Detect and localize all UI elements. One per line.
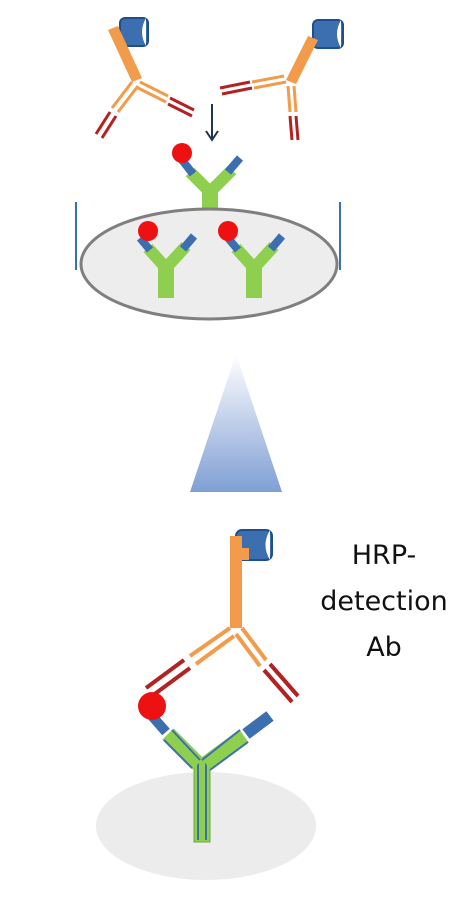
bound-capture-antibody-right — [218, 221, 286, 298]
capture-antibody-zoomed — [138, 692, 274, 843]
antigen-icon — [138, 221, 158, 241]
microplate-well — [75, 202, 341, 321]
zoom-triangle — [190, 354, 282, 492]
hrp-enzyme-icon — [312, 19, 344, 49]
label-line-2: detection — [320, 586, 448, 617]
antigen-icon — [218, 221, 238, 241]
free-capture-antibody — [172, 143, 244, 220]
antigen-icon — [172, 143, 192, 163]
antibody-stem — [230, 536, 242, 628]
antibody-stem — [286, 36, 318, 84]
label-line-3: Ab — [366, 632, 402, 663]
detection-antibody-right — [219, 19, 344, 141]
well-bottom — [79, 207, 339, 321]
down-arrow-icon — [205, 104, 219, 142]
antigen-icon — [138, 692, 166, 720]
antibody-stem — [108, 26, 142, 82]
detection-antibody-left — [94, 17, 195, 139]
bound-capture-antibody-left — [136, 221, 198, 298]
detection-antibody-zoomed — [144, 529, 300, 704]
label-line-1: HRP- — [351, 540, 417, 571]
